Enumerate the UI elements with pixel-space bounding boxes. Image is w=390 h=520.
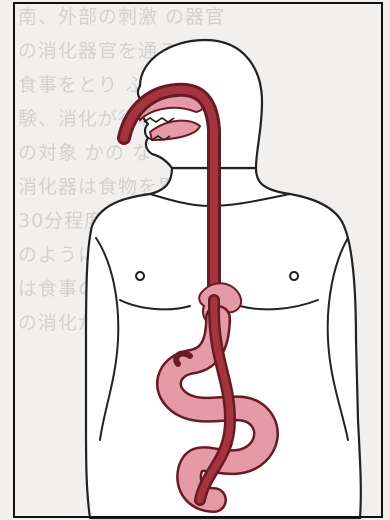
figure-frame	[13, 2, 383, 518]
